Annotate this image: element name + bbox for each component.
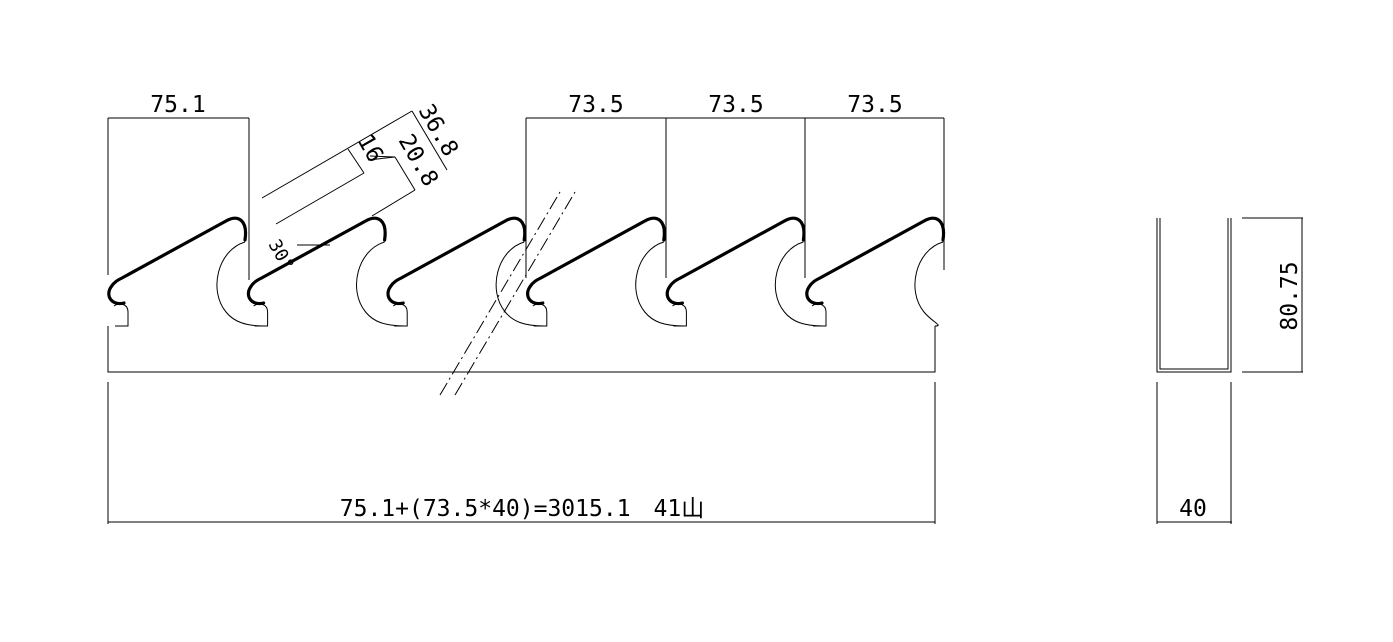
channel-section xyxy=(1156,218,1232,373)
hook xyxy=(805,216,946,306)
hook-notch xyxy=(532,303,548,327)
section-width: 40 xyxy=(1179,496,1207,522)
crescent-cutout xyxy=(495,241,545,327)
hook-notch xyxy=(672,303,687,327)
hook-notch xyxy=(392,303,408,327)
crescent-cutout xyxy=(774,241,824,327)
angled-dimension-lines xyxy=(261,110,448,246)
overall-length-dimension xyxy=(107,382,936,524)
hook-notch xyxy=(113,303,129,327)
overall-length-formula: 75.1+(73.5*40)=3015.1 41山 xyxy=(340,496,705,522)
dimension-first-pitch: 75.1 xyxy=(150,92,205,118)
crescent-cutout xyxy=(914,241,944,327)
dimension-inner-depth: 16 xyxy=(352,130,388,167)
dimension-pitch: 73.5 xyxy=(568,92,623,118)
break-lines xyxy=(439,191,576,396)
hook-notch xyxy=(811,303,827,327)
hook xyxy=(246,216,387,306)
plate-outline xyxy=(107,326,936,373)
hook-notch xyxy=(253,303,269,327)
crescent-cutout xyxy=(635,241,684,327)
dimension-pitch: 73.5 xyxy=(708,92,763,118)
top-dimension-lines xyxy=(107,117,945,280)
section-height: 80.75 xyxy=(1277,261,1303,330)
hook xyxy=(386,216,527,306)
crescent-cutout xyxy=(216,241,266,327)
section-dimension-lines xyxy=(1156,217,1303,524)
crescent-cutout xyxy=(356,241,405,327)
dimension-pitch: 73.5 xyxy=(847,92,902,118)
dimension-angle: 30° xyxy=(264,236,298,275)
hook xyxy=(107,216,248,306)
rack-profile xyxy=(107,216,946,327)
hook xyxy=(665,216,806,306)
hook xyxy=(526,216,666,306)
